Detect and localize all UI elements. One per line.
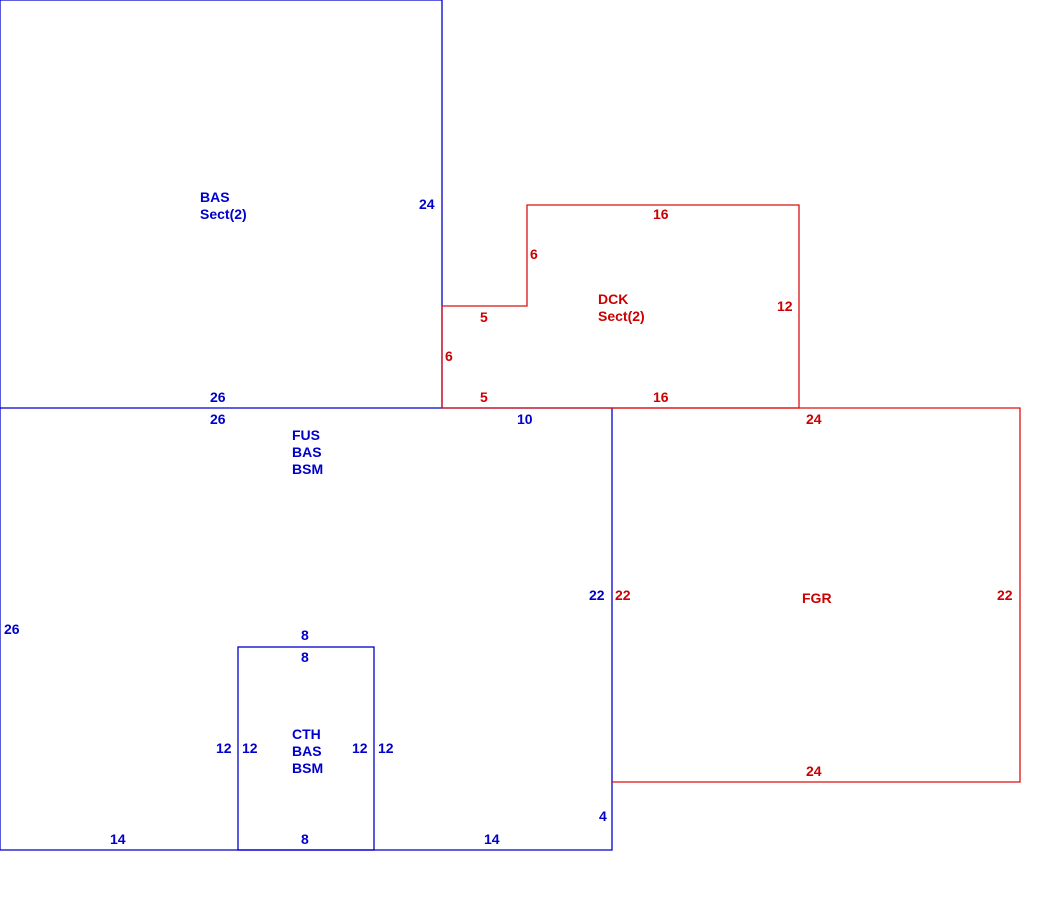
red-outlines xyxy=(441,204,1021,783)
cth-dim-left-outer: 12 xyxy=(216,740,232,756)
dck-dim-left-upper: 6 xyxy=(530,246,538,262)
fus-dim-bottom-left: 14 xyxy=(110,831,126,847)
dck-name: DCK xyxy=(598,291,628,307)
bas-upper-labels: BAS Sect(2) 24 26 xyxy=(200,189,435,405)
bas-upper-dim-bottom: 26 xyxy=(210,389,226,405)
dck-dim-bottom-left: 5 xyxy=(480,389,488,405)
dck-dim-left-lower: 6 xyxy=(445,348,453,364)
cth-dim-left-inner: 12 xyxy=(242,740,258,756)
fus-dim-right: 22 xyxy=(589,587,605,603)
cth-dim-right-inner: 12 xyxy=(352,740,368,756)
dck-labels: DCK Sect(2) 16 6 5 12 6 5 16 xyxy=(445,206,793,405)
cth-labels: CTH BAS BSM 8 8 12 12 12 12 8 xyxy=(216,627,394,847)
fus-dim-right-lower: 4 xyxy=(599,808,607,824)
fus-bas: BAS xyxy=(292,444,322,460)
cth-dim-top-inner: 8 xyxy=(301,649,309,665)
fus-dim-bottom-right: 14 xyxy=(484,831,500,847)
cth-name: CTH xyxy=(292,726,321,742)
fgr-dim-top: 24 xyxy=(806,411,822,427)
fgr-dim-right: 22 xyxy=(997,587,1013,603)
cth-bsm: BSM xyxy=(292,760,323,776)
bas-upper-section: Sect(2) xyxy=(200,206,247,222)
dck-dim-top: 16 xyxy=(653,206,669,222)
cth-dim-top-outer: 8 xyxy=(301,627,309,643)
fus-main-labels: FUS BAS BSM 26 10 26 22 14 14 4 xyxy=(4,411,607,847)
fgr-labels: FGR 24 22 22 24 xyxy=(615,411,1013,779)
cth-dim-bottom: 8 xyxy=(301,831,309,847)
dck-dim-step-top: 5 xyxy=(480,309,488,325)
bas-upper-dim-right: 24 xyxy=(419,196,435,212)
cth-bas: BAS xyxy=(292,743,322,759)
fus-name: FUS xyxy=(292,427,320,443)
cth-outline xyxy=(237,646,375,851)
fgr-name: FGR xyxy=(802,590,832,606)
fus-dim-top-right: 10 xyxy=(517,411,533,427)
fgr-outline xyxy=(612,407,1021,783)
bas-upper-name: BAS xyxy=(200,189,230,205)
fus-dim-left: 26 xyxy=(4,621,20,637)
dck-section: Sect(2) xyxy=(598,308,645,324)
dck-dim-right: 12 xyxy=(777,298,793,314)
fus-dim-top-left: 26 xyxy=(210,411,226,427)
fgr-dim-left: 22 xyxy=(615,587,631,603)
cth-dim-right-outer: 12 xyxy=(378,740,394,756)
dck-dim-bottom-right: 16 xyxy=(653,389,669,405)
fus-bsm: BSM xyxy=(292,461,323,477)
bas-upper-outline xyxy=(0,0,443,408)
fgr-dim-bottom: 24 xyxy=(806,763,822,779)
